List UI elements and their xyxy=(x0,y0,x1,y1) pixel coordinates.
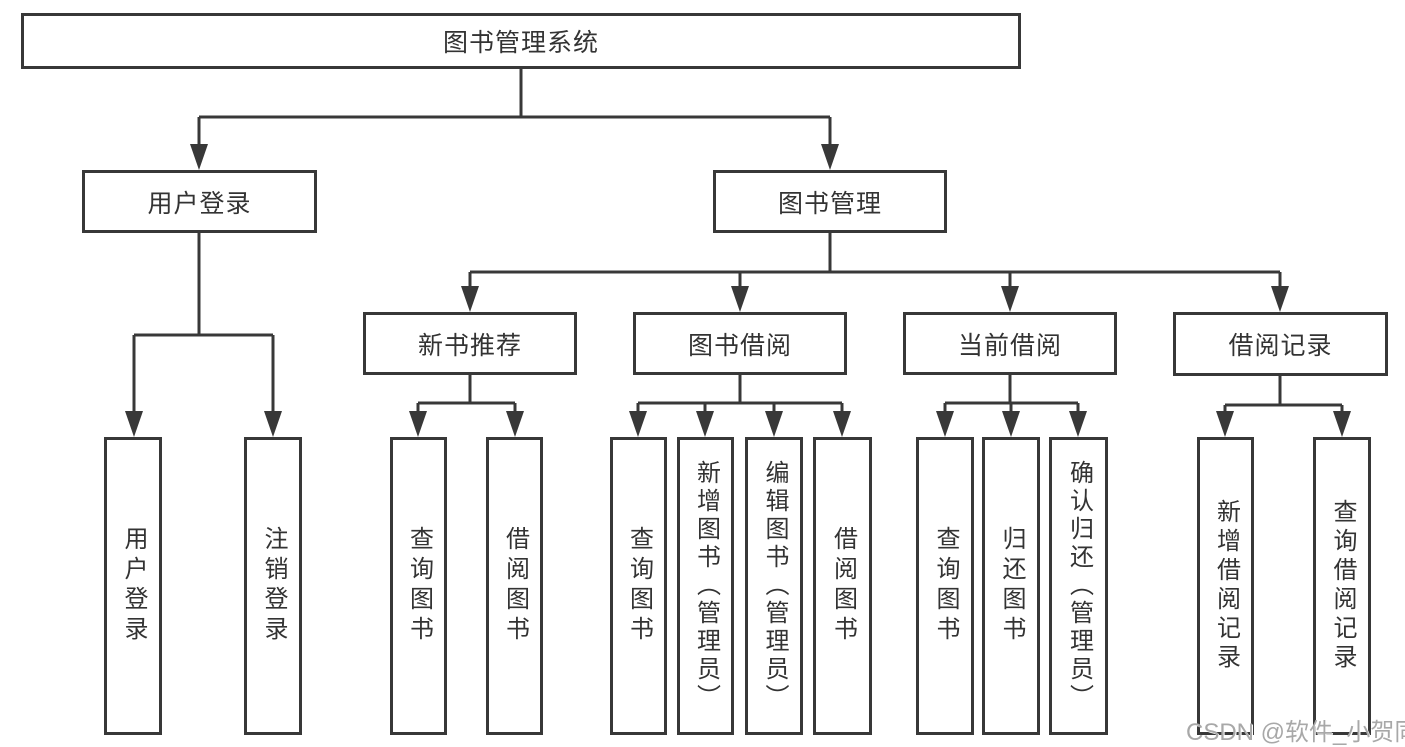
arrowhead xyxy=(765,411,783,437)
node-current-borrowing: 当前借阅 xyxy=(903,312,1117,375)
node-label: 图书管理系统 xyxy=(442,29,599,57)
arrowhead xyxy=(264,411,282,437)
leaf-borrow-books: 借阅图书 xyxy=(813,437,872,735)
leaf-confirm-return-admin: 确认归还（管理员） xyxy=(1049,437,1108,735)
leaf-add-borrow-record: 新增借阅记录 xyxy=(1197,437,1254,735)
leaf-label: 查询图书 xyxy=(625,526,653,646)
leaf-label: 新增借阅记录 xyxy=(1212,499,1240,673)
node-label: 新书推荐 xyxy=(417,331,522,360)
arrowhead xyxy=(1069,411,1087,437)
arrowhead xyxy=(1001,286,1019,312)
node-library-management-system: 图书管理系统 xyxy=(21,13,1021,69)
leaf-query-books-recommend: 查询图书 xyxy=(390,437,447,735)
connector-book-borrow-to-leaves xyxy=(629,375,851,437)
connector-current-borrow-to-leaves xyxy=(936,375,1087,437)
leaf-label: 编辑图书（管理员） xyxy=(761,460,788,712)
node-label: 图书借阅 xyxy=(687,331,792,360)
arrowhead xyxy=(696,411,714,437)
arrowhead xyxy=(190,144,208,170)
arrowhead xyxy=(1002,411,1020,437)
leaf-label: 确认归还（管理员） xyxy=(1065,460,1093,712)
arrowhead xyxy=(821,144,839,170)
leaf-label: 借阅图书 xyxy=(829,526,857,646)
leaf-borrow-books-recommend: 借阅图书 xyxy=(486,437,543,735)
leaf-return-book: 归还图书 xyxy=(982,437,1040,735)
leaf-label: 归还图书 xyxy=(998,526,1025,646)
node-borrowing-records: 借阅记录 xyxy=(1173,312,1388,376)
node-book-management: 图书管理 xyxy=(713,170,947,233)
arrowhead xyxy=(1271,286,1289,312)
connector-book-mgmt-to-level3 xyxy=(461,233,1289,312)
leaf-user-login: 用户登录 xyxy=(104,437,162,735)
leaf-label: 注销登录 xyxy=(260,526,287,646)
leaf-label: 用户登录 xyxy=(120,526,147,646)
csdn-watermark: CSDN @软件_小贺同学 xyxy=(1186,719,1405,746)
leaf-edit-book-admin: 编辑图书（管理员） xyxy=(745,437,803,735)
node-label: 借阅记录 xyxy=(1228,332,1333,360)
leaf-label: 借阅图书 xyxy=(501,526,529,646)
arrowhead xyxy=(1333,411,1351,437)
arrowhead xyxy=(461,286,479,312)
leaf-label: 查询图书 xyxy=(932,526,959,646)
arrowhead xyxy=(506,411,524,437)
leaf-query-borrow-record: 查询借阅记录 xyxy=(1313,437,1371,735)
arrowhead xyxy=(833,411,851,437)
arrowhead xyxy=(125,411,143,437)
connector-new-book-to-leaves xyxy=(409,375,524,437)
leaf-query-books-current: 查询图书 xyxy=(916,437,974,735)
node-new-book-recommend: 新书推荐 xyxy=(363,312,577,375)
node-label: 图书管理 xyxy=(777,189,882,218)
node-book-borrowing: 图书借阅 xyxy=(633,312,847,375)
connector-user-login-to-leaves xyxy=(125,233,282,437)
arrowhead xyxy=(936,411,954,437)
leaf-label: 新增图书（管理员） xyxy=(692,460,720,712)
arrowhead xyxy=(409,411,427,437)
leaf-logout: 注销登录 xyxy=(244,437,302,735)
arrowhead xyxy=(731,286,749,312)
leaf-label: 查询借阅记录 xyxy=(1329,499,1356,673)
leaf-add-book-admin: 新增图书（管理员） xyxy=(677,437,734,735)
node-user-login: 用户登录 xyxy=(82,170,317,233)
connector-root-to-level2 xyxy=(190,69,839,170)
arrowhead xyxy=(1216,411,1234,437)
arrowhead xyxy=(629,411,647,437)
node-label: 用户登录 xyxy=(147,189,252,218)
node-label: 当前借阅 xyxy=(957,331,1062,360)
leaf-query-books: 查询图书 xyxy=(610,437,667,735)
connector-borrow-record-to-leaves xyxy=(1216,375,1351,437)
leaf-label: 查询图书 xyxy=(405,526,433,646)
